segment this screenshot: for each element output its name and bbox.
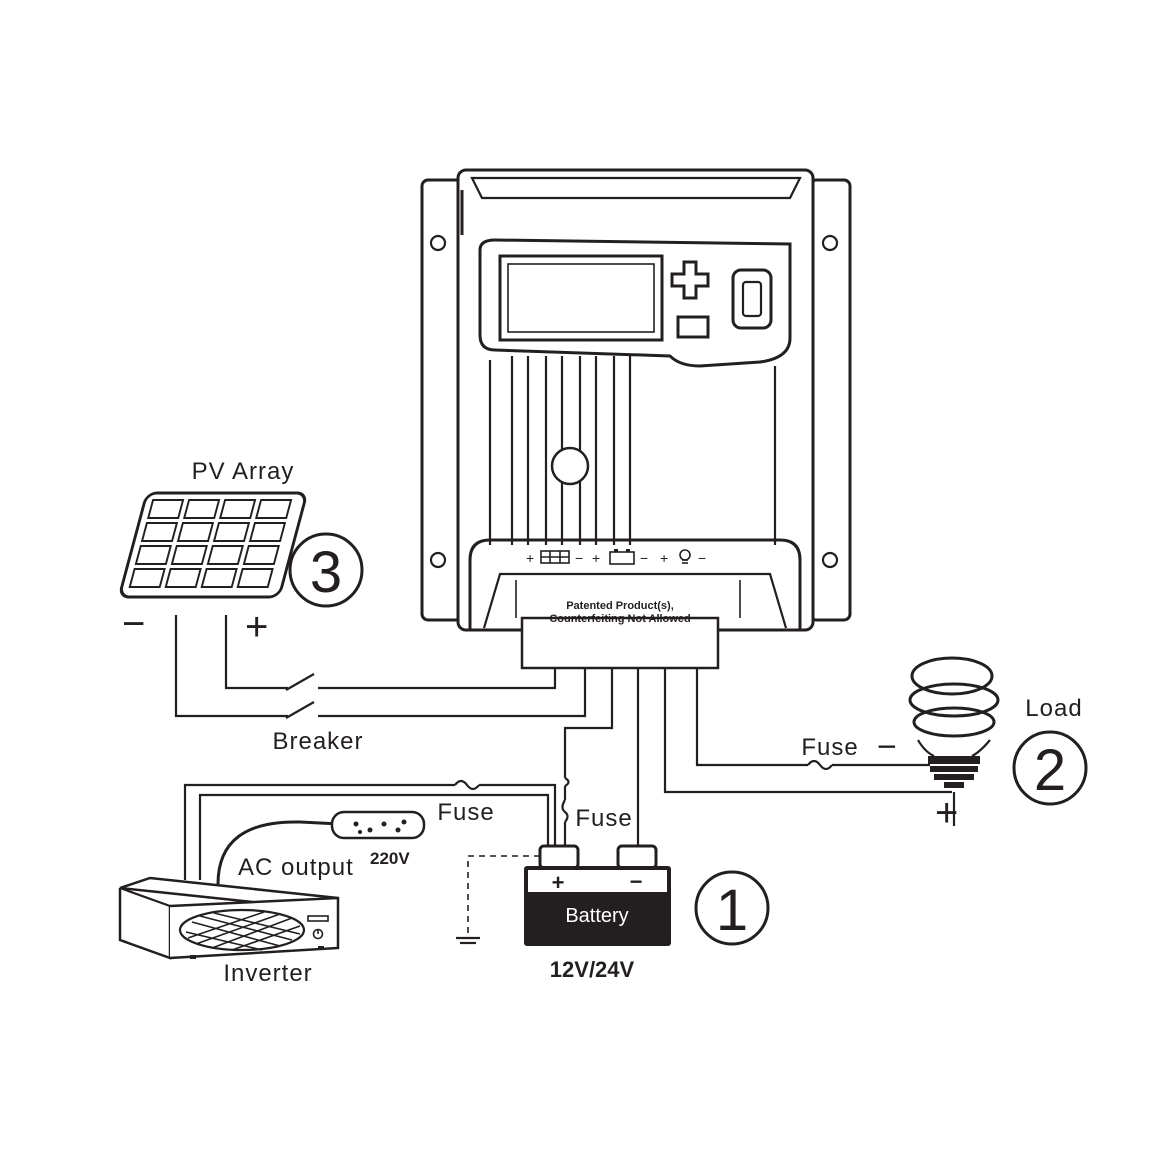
center-screw xyxy=(550,446,590,486)
front-panel xyxy=(478,238,792,368)
plus-button[interactable] xyxy=(670,260,710,300)
load-label: Load xyxy=(1025,695,1082,722)
load-positive-wire xyxy=(663,668,952,794)
inverter-positive-wire xyxy=(183,783,455,880)
usb-port[interactable] xyxy=(731,268,773,330)
wiring xyxy=(174,615,952,945)
battery-marker-circle xyxy=(694,870,770,946)
pv-array-label: PV Array xyxy=(192,458,295,485)
mounting-hole xyxy=(821,234,839,252)
battery-marker-number: 1 xyxy=(716,878,748,943)
load-marker-number: 2 xyxy=(1034,738,1066,803)
ground-wire xyxy=(467,855,540,938)
pv-negative-wire xyxy=(318,668,587,718)
load-minus-sign: − xyxy=(698,550,706,566)
mounting-hole xyxy=(429,234,447,252)
load-negative-wire xyxy=(695,668,808,767)
charge-controller: + − + − + − Patented Product(s), Counter… xyxy=(420,168,852,670)
minus-button[interactable] xyxy=(676,315,710,339)
load-fuse-label: Fuse xyxy=(801,734,858,761)
ac-output-cable xyxy=(216,820,341,885)
load-plus-label: + xyxy=(935,791,958,835)
pv-array: PV Array − + 3 xyxy=(119,458,364,649)
battery-fuse-label: Fuse xyxy=(575,805,632,832)
pv-marker-circle xyxy=(288,532,364,608)
load-marker-circle xyxy=(1012,730,1088,806)
inverter-fuse-symbol xyxy=(454,779,480,791)
battery-minus-sign: − xyxy=(640,550,648,566)
battery-label: Battery xyxy=(565,905,628,927)
battery: + − Battery 12V/24V 1 Fuse Fuse xyxy=(437,799,770,982)
battery-positive-terminal xyxy=(538,844,580,870)
inverter-negative-wire xyxy=(198,793,550,880)
mounting-hole xyxy=(821,551,839,569)
heat-sink-ribs xyxy=(488,356,777,545)
pv-positive-wire xyxy=(318,668,557,690)
inverter-vent-grille xyxy=(178,908,306,952)
pv-plus-sign: + xyxy=(526,550,534,566)
battery-negative-terminal xyxy=(616,844,658,870)
patent-notice-line1: Patented Product(s), xyxy=(566,600,674,612)
battery-voltage-label: 12V/24V xyxy=(550,957,635,982)
terminal-housing xyxy=(468,538,802,630)
pv-marker-number: 3 xyxy=(310,540,342,605)
load-bulb: − + Load 2 Fuse xyxy=(801,656,1088,835)
ac-outlet-strip[interactable] xyxy=(330,810,426,840)
battery-icon xyxy=(609,551,635,565)
breaker-switch-1 xyxy=(285,673,315,691)
battery-fuse-symbol xyxy=(561,799,569,823)
ac-output-label: AC output xyxy=(238,854,354,881)
battery-plus-sign: + xyxy=(592,550,600,566)
mounting-hole xyxy=(429,551,447,569)
battery-plus-label: + xyxy=(552,870,565,895)
lcd-screen xyxy=(498,254,664,342)
pv-plus-label: + xyxy=(245,605,268,649)
inverter: AC output 220V Inverter xyxy=(118,810,426,987)
inverter-label: Inverter xyxy=(223,960,312,987)
inverter-fuse-label: Fuse xyxy=(437,799,494,826)
breaker-switch-2 xyxy=(285,701,315,719)
patent-notice-line2: Counterfeiting Not Allowed xyxy=(549,613,690,625)
load-fuse-symbol xyxy=(807,759,833,771)
battery-positive-wire xyxy=(563,668,614,778)
battery-minus-label: − xyxy=(630,869,643,894)
pv-minus-sign: − xyxy=(575,550,583,566)
breaker-label: Breaker xyxy=(272,728,363,755)
solar-panel-icon xyxy=(119,491,307,599)
load-plus-sign: + xyxy=(660,550,668,566)
ac-voltage-label: 220V xyxy=(370,849,410,868)
load-minus-label: − xyxy=(877,728,897,766)
terminal-block xyxy=(520,616,720,670)
pv-minus-label: − xyxy=(122,602,145,646)
top-lip xyxy=(470,176,802,200)
terminal-icon-row: + − + − + − xyxy=(526,549,706,566)
